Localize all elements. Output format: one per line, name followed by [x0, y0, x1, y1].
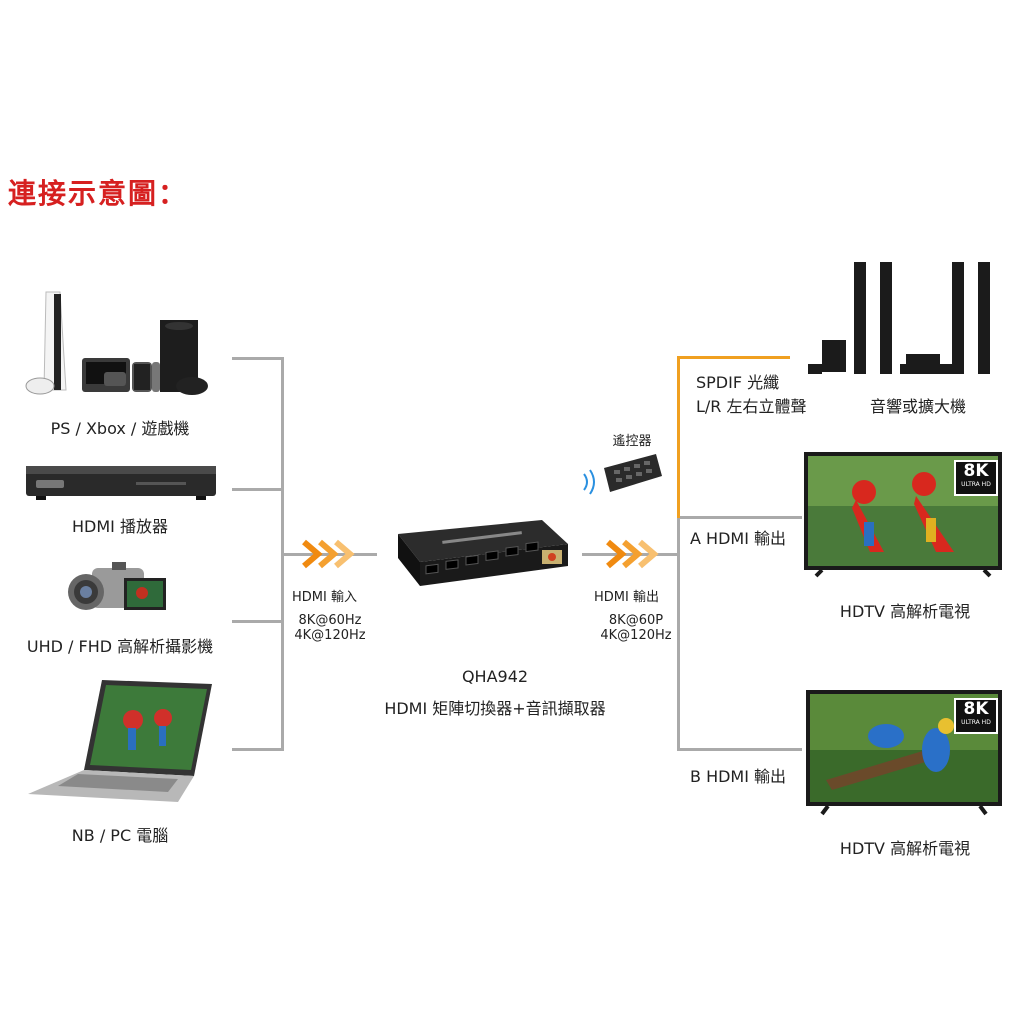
output-chevrons-icon — [606, 539, 659, 569]
device-model: QHA942 — [461, 667, 529, 686]
media-player-icon — [26, 462, 216, 502]
tv-b-badge-big: 8K — [963, 699, 989, 719]
audio-line-1: SPDIF 光纖 — [696, 373, 780, 392]
remote-label: 遙控器 — [612, 434, 652, 449]
tv-a-badge-big: 8K — [963, 461, 989, 481]
device-name: HDMI 矩陣切換器+音訊擷取器 — [384, 699, 606, 718]
output-line — [582, 553, 678, 556]
audio-line-2: L/R 左右立體聲 — [696, 397, 807, 416]
tv-b-port-label: B HDMI 輸出 — [690, 767, 787, 786]
tv-a-port-label: A HDMI 輸出 — [690, 529, 786, 548]
output-spec-1: 8K@60P — [608, 613, 664, 628]
source-label-laptop: NB / PC 電腦 — [71, 826, 169, 845]
tv-a-icon: 8K ULTRA HD — [804, 452, 1002, 582]
source-label-player: HDMI 播放器 — [72, 517, 168, 536]
source-line-1 — [232, 357, 282, 360]
output-label: HDMI 輸出 — [594, 590, 659, 605]
source-line-2 — [232, 488, 282, 491]
matrix-switch-device — [392, 520, 572, 592]
tv-a-badge-small: ULTRA HD — [961, 481, 991, 488]
source-label-camcorder: UHD / FHD 高解析攝影機 — [26, 637, 214, 656]
input-spec-2: 4K@120Hz — [294, 628, 366, 643]
audio-line-horizontal — [677, 356, 790, 359]
laptop-icon — [28, 680, 218, 810]
input-label: HDMI 輸入 — [292, 590, 357, 605]
page-title: 連接示意圖： — [8, 177, 189, 210]
remote-control-icon — [582, 452, 666, 500]
tv-b-badge-small: ULTRA HD — [961, 719, 991, 726]
tv-a-label: HDTV 高解析電視 — [839, 602, 971, 621]
source-line-4 — [232, 748, 282, 751]
output-bus-line — [677, 516, 680, 751]
tv-a-line — [677, 516, 802, 519]
tv-b-badge: 8K ULTRA HD — [954, 698, 998, 734]
input-spec-1: 8K@60Hz — [298, 613, 362, 628]
speaker-system-icon — [806, 260, 1002, 376]
input-chevrons-icon — [302, 539, 355, 569]
output-spec-2: 4K@120Hz — [600, 628, 672, 643]
tv-b-line — [677, 748, 802, 751]
camcorder-icon — [62, 560, 172, 620]
tv-a-badge: 8K ULTRA HD — [954, 460, 998, 496]
source-line-3 — [232, 620, 282, 623]
audio-line-vertical — [677, 356, 680, 518]
audio-target-label: 音響或擴大機 — [869, 397, 966, 416]
tv-b-icon: 8K ULTRA HD — [806, 690, 1002, 818]
source-label-console: PS / Xbox / 遊戲機 — [50, 419, 190, 438]
game-console-icon — [24, 290, 224, 400]
tv-b-label: HDTV 高解析電視 — [839, 839, 971, 858]
